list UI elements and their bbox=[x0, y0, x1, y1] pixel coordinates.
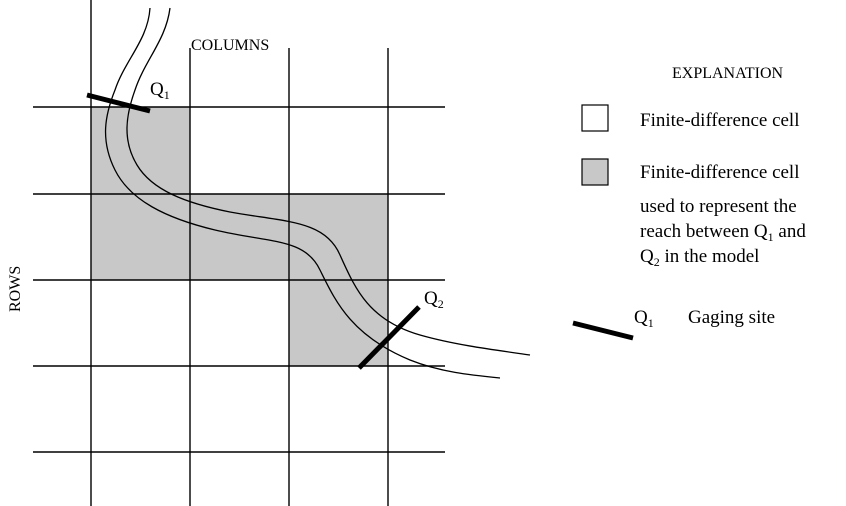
legend-item-2-line-2: used to represent the bbox=[640, 196, 797, 217]
legend-item-2-line-4a: Q bbox=[640, 246, 654, 267]
legend-title: EXPLANATION bbox=[672, 65, 784, 82]
legend-item-2-line-4b: in the model bbox=[660, 246, 760, 267]
legend-swatch-gray bbox=[581, 158, 609, 186]
shaded-cell-r3-c3 bbox=[289, 280, 388, 366]
gage-q2-label-main: Q bbox=[424, 288, 438, 309]
legend-item-2-line-3b: and bbox=[774, 221, 807, 242]
gage-q1-label-sub: 1 bbox=[164, 88, 170, 102]
legend-gage-symbol bbox=[572, 320, 634, 341]
legend-item-1-text: Finite-difference cell bbox=[640, 110, 800, 131]
legend-swatch-white bbox=[581, 104, 609, 132]
columns-label: COLUMNS bbox=[191, 37, 269, 54]
river bbox=[104, 7, 531, 379]
gage-q1-label-main: Q bbox=[150, 79, 164, 100]
shaded-cell-r2-c1 bbox=[91, 194, 190, 280]
shaded-cell-r2-c3 bbox=[289, 194, 388, 280]
gage-q1-line bbox=[86, 92, 151, 114]
gage-q1-label: Q1 bbox=[150, 79, 170, 102]
legend-item-2-line-3: reach between Q1 and bbox=[640, 221, 806, 244]
gage-q2-label: Q2 bbox=[424, 288, 444, 311]
shaded-cells bbox=[91, 107, 388, 366]
legend-gage-label-sub: 1 bbox=[648, 316, 654, 330]
legend-item-2-q2-sub: 2 bbox=[654, 255, 660, 269]
legend: EXPLANATION Finite-difference cell Finit… bbox=[572, 65, 806, 341]
legend-gage-text: Gaging site bbox=[688, 307, 775, 328]
gage-q2-line bbox=[357, 305, 421, 370]
river-left-bank bbox=[104, 7, 501, 379]
legend-item-2-line-4: Q2 in the model bbox=[640, 246, 759, 269]
grid bbox=[33, 0, 445, 506]
legend-gage-label-main: Q bbox=[634, 307, 648, 328]
rows-label: ROWS bbox=[7, 266, 24, 312]
gages bbox=[86, 92, 421, 370]
legend-item-2-line-3a: reach between Q bbox=[640, 221, 768, 242]
shaded-cell-r2-c2 bbox=[190, 194, 289, 280]
legend-item-2-q1-sub: 1 bbox=[768, 230, 774, 244]
legend-gage-label: Q1 bbox=[634, 307, 654, 330]
legend-item-2-line-1: Finite-difference cell bbox=[640, 162, 800, 183]
gage-q2-label-sub: 2 bbox=[438, 297, 444, 311]
river-right-bank bbox=[126, 7, 531, 356]
